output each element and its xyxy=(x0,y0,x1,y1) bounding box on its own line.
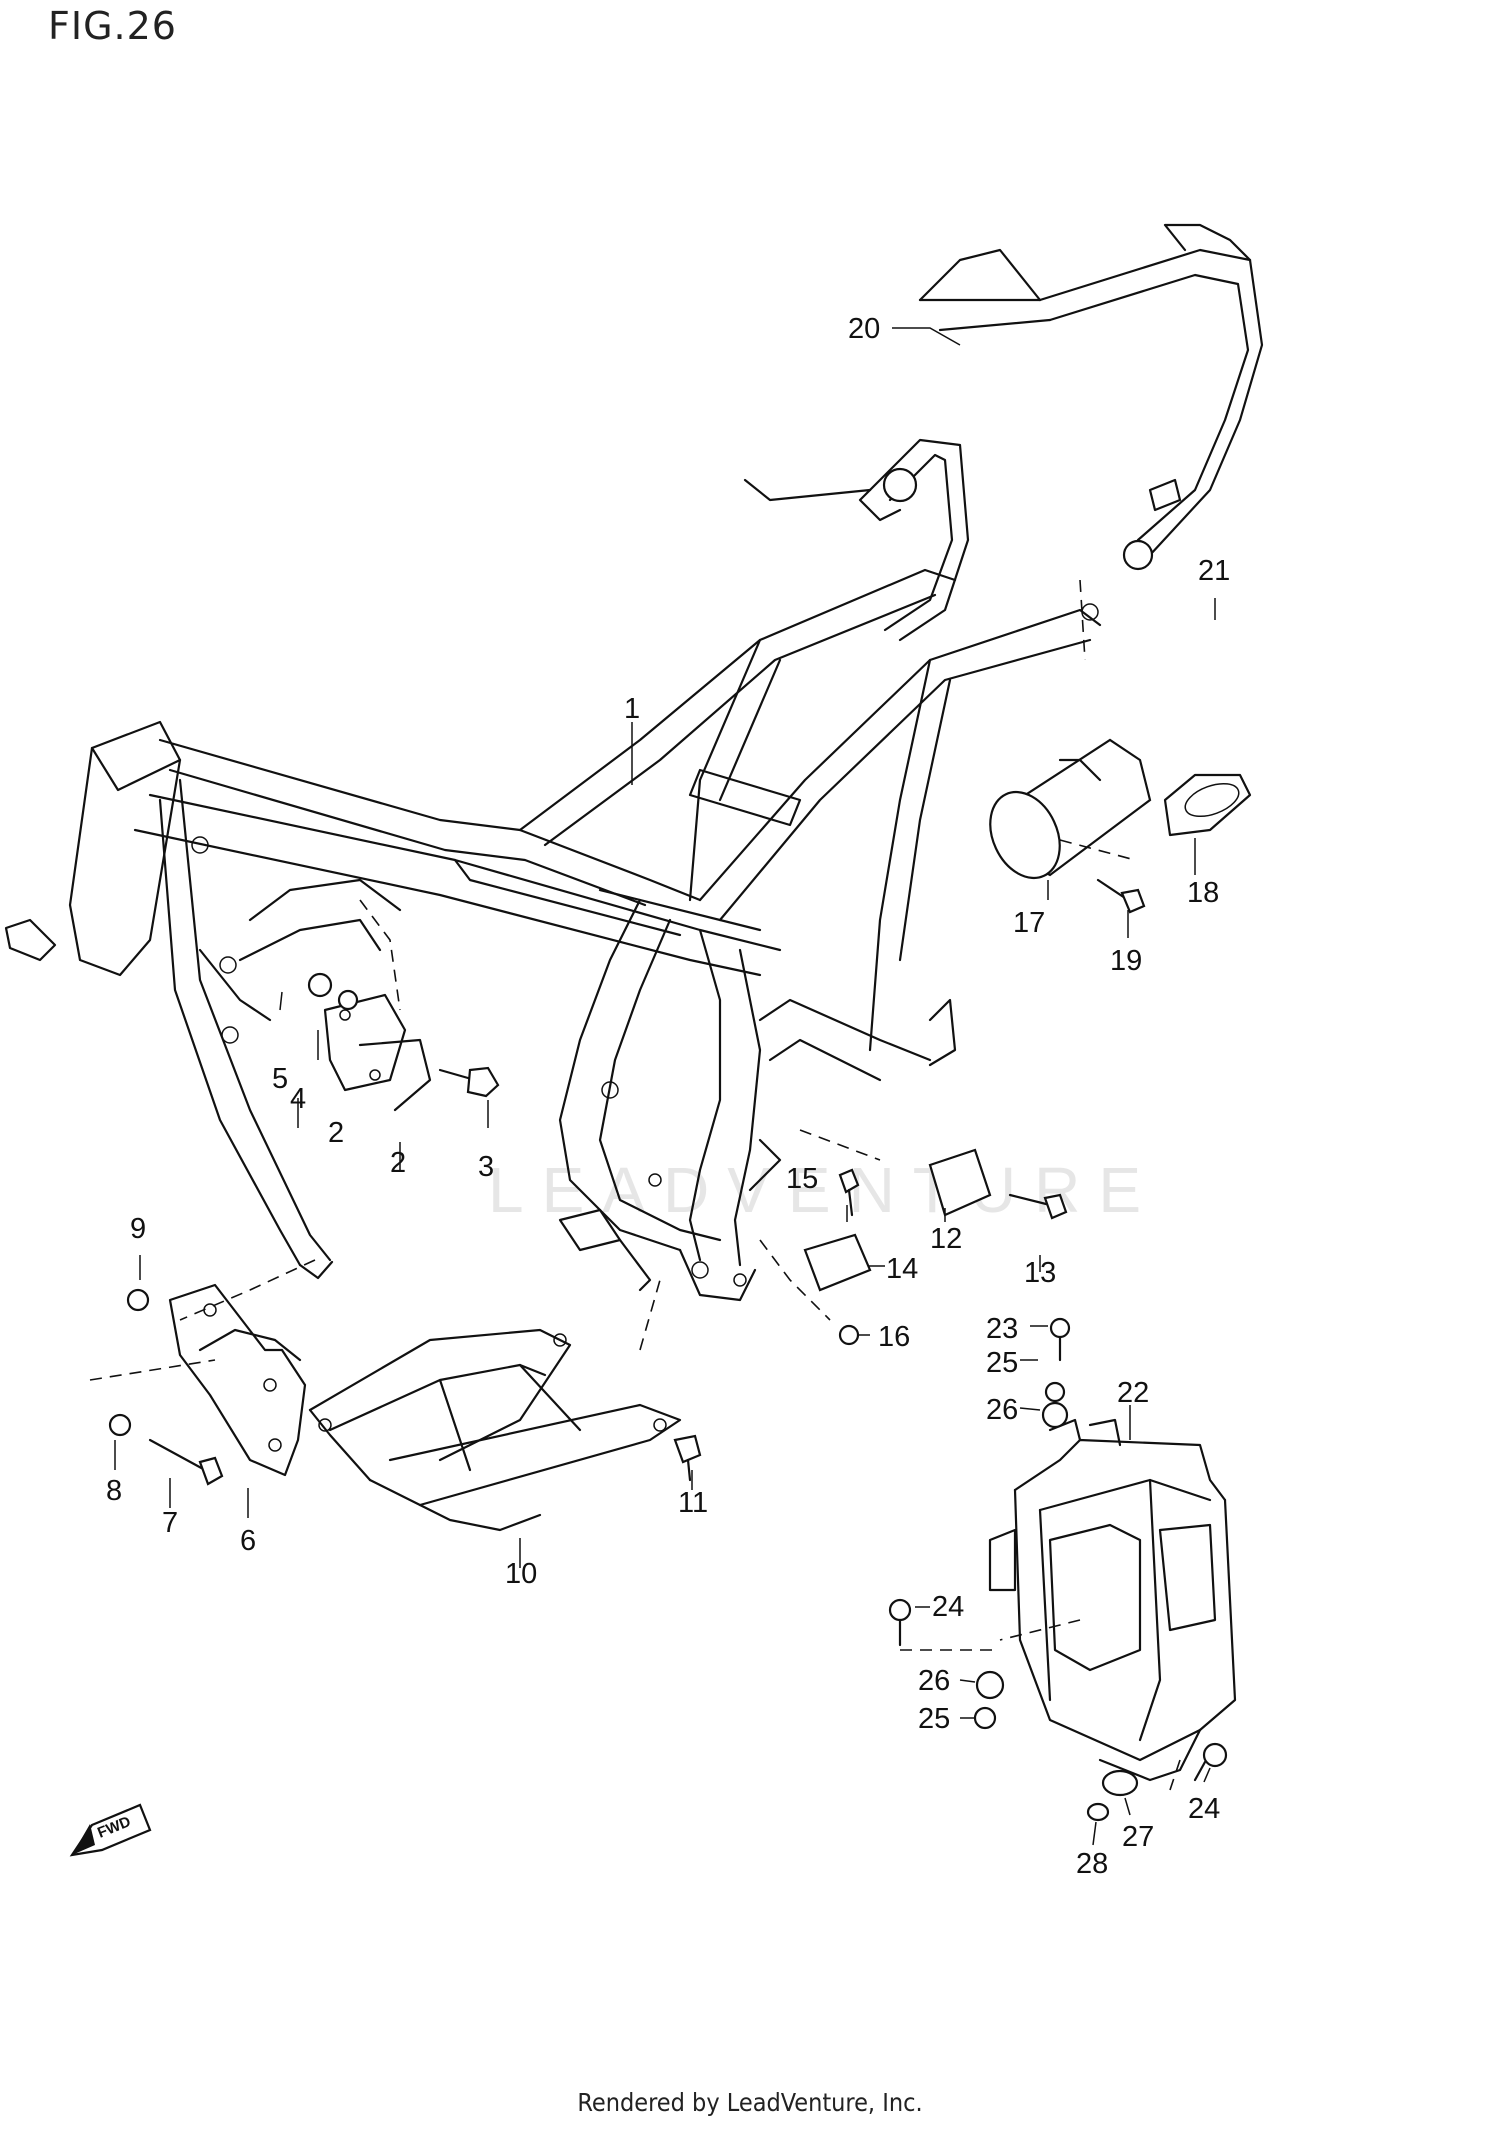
callout-10: 10 xyxy=(505,1558,537,1590)
callout-14: 14 xyxy=(886,1253,918,1285)
callout-17: 17 xyxy=(1013,907,1045,939)
callout-24a: 24 xyxy=(932,1591,964,1623)
callout-26b: 26 xyxy=(918,1665,950,1697)
callout-23: 23 xyxy=(986,1313,1018,1345)
callout-28: 28 xyxy=(1076,1848,1108,1880)
callout-16: 16 xyxy=(878,1321,910,1353)
canister-part xyxy=(989,738,1252,914)
callout-22: 22 xyxy=(1117,1377,1149,1409)
callout-12: 12 xyxy=(930,1223,962,1255)
rubber-cushion-part xyxy=(803,1148,1068,1346)
lower-cradle-part xyxy=(308,1328,702,1532)
callout-3: 3 xyxy=(478,1151,494,1183)
callout-8: 8 xyxy=(106,1475,122,1507)
callout-5: 5 xyxy=(272,1063,288,1095)
callout-2b: 2 xyxy=(390,1147,406,1179)
callout-21: 21 xyxy=(1198,555,1230,587)
callout-25a: 25 xyxy=(986,1347,1018,1379)
callout-4: 4 xyxy=(290,1083,306,1115)
rear-carrier-part xyxy=(743,223,1264,642)
callout-24b: 24 xyxy=(1188,1793,1220,1825)
engine-mount-bracket-part xyxy=(307,972,500,1112)
callout-labels: 1 2 2 3 4 5 6 7 8 9 10 11 12 13 14 15 16… xyxy=(106,313,1230,1880)
callout-26a: 26 xyxy=(986,1394,1018,1426)
watermark: LEADVENTURE xyxy=(488,1154,1159,1226)
figure-title: FIG.26 xyxy=(48,4,177,48)
callout-15: 15 xyxy=(786,1163,818,1195)
callout-13: 13 xyxy=(1024,1257,1056,1289)
callout-1: 1 xyxy=(624,693,640,725)
callout-19: 19 xyxy=(1110,945,1142,977)
callout-20: 20 xyxy=(848,313,880,345)
callout-9: 9 xyxy=(130,1213,146,1245)
frame-main-part xyxy=(4,568,1102,1302)
callout-7: 7 xyxy=(162,1507,178,1539)
side-plate-part xyxy=(108,1283,307,1486)
assembly-lines xyxy=(89,579,1181,1791)
callout-6: 6 xyxy=(240,1525,256,1557)
callout-25b: 25 xyxy=(918,1703,950,1735)
callout-2a: 2 xyxy=(328,1117,344,1149)
fwd-arrow-icon: FWD xyxy=(69,1803,152,1857)
footer-credit: Rendered by LeadVenture, Inc. xyxy=(577,2088,923,2117)
battery-box-part xyxy=(888,1317,1237,1822)
callout-18: 18 xyxy=(1187,877,1219,909)
callout-11: 11 xyxy=(678,1487,708,1519)
leader-lines xyxy=(114,327,1216,1846)
callout-27: 27 xyxy=(1122,1821,1154,1853)
